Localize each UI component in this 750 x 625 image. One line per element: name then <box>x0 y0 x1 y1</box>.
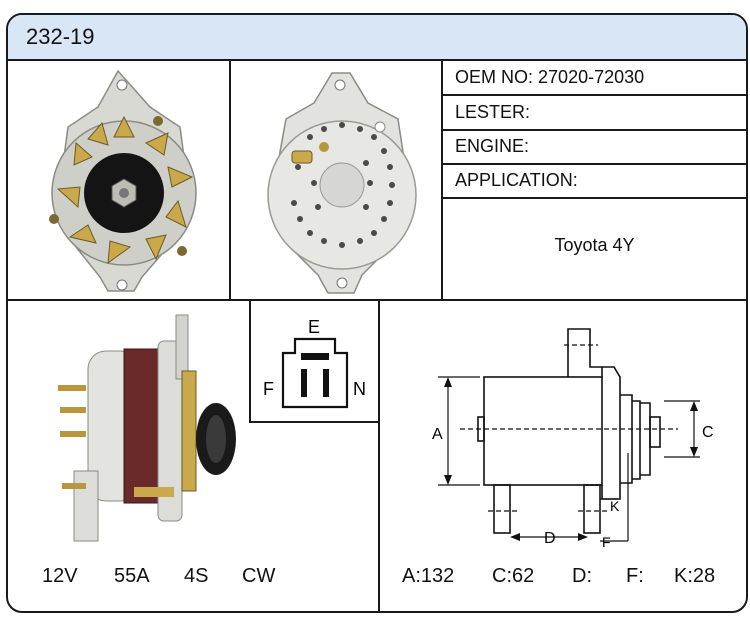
terminal-n <box>323 369 329 397</box>
connector-box-bottom <box>249 421 380 423</box>
row-divider <box>8 299 746 301</box>
diagram-label-f: F <box>602 534 611 550</box>
connector-label-f: F <box>263 379 274 399</box>
oem-label: OEM NO: <box>455 67 534 87</box>
diagram-label-d: D <box>544 530 556 547</box>
dimension-diagram: A C D F K <box>432 328 714 550</box>
connector-diagram: E F N <box>263 317 366 409</box>
diagram-label-k: K <box>610 498 620 514</box>
diagram-label-a: A <box>432 426 443 443</box>
dimension-a: A:132 <box>402 565 455 587</box>
lester-label: LESTER: <box>455 102 531 122</box>
engine-label: ENGINE: <box>455 136 530 156</box>
terminal-e <box>301 353 329 360</box>
part-number: 232-19 <box>26 24 95 49</box>
dimension-k: K:28 <box>674 565 716 587</box>
dimension-f: F: <box>626 565 644 587</box>
oem-value: 27020-72030 <box>538 67 645 87</box>
column-divider <box>229 59 231 299</box>
application-value: Toyota 4Y <box>554 235 635 255</box>
dimension-c: C:62 <box>492 565 535 587</box>
column-divider <box>378 301 380 611</box>
alternator-front-view <box>49 69 197 292</box>
title-bar: 232-19 <box>8 15 746 61</box>
spec-divider <box>441 129 746 131</box>
connector-label-e: E <box>308 317 320 337</box>
connector-label-n: N <box>353 379 366 399</box>
terminal-f <box>301 369 307 397</box>
connector-box-left <box>249 301 251 423</box>
spec-divider <box>441 197 746 199</box>
rating-voltage: 12V <box>42 565 78 587</box>
alternator-side-view <box>58 314 236 542</box>
application-label: APPLICATION: <box>455 170 578 190</box>
dimension-d: D: <box>572 565 592 587</box>
rating-pulley: 4S <box>184 565 209 587</box>
diagram-label-c: C <box>702 424 714 441</box>
spec-sheet: 232-19 <box>6 13 748 613</box>
rating-rotation: CW <box>242 565 276 587</box>
rating-amperage: 55A <box>114 565 150 587</box>
alternator-rear-view <box>267 72 417 294</box>
spec-divider <box>441 94 746 96</box>
spec-divider <box>441 163 746 165</box>
column-divider <box>441 59 443 299</box>
